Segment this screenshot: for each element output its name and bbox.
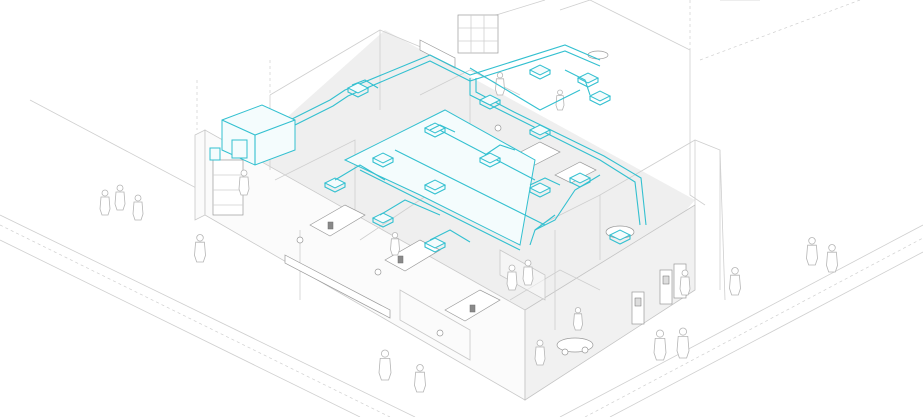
air-diffuser-side: [424, 185, 446, 195]
air-handling-unit: [209, 104, 296, 166]
air-diffuser-side: [424, 128, 446, 138]
supply-duct-main: [289, 44, 647, 226]
person-figure: [390, 232, 400, 256]
person-figure: [522, 259, 534, 286]
air-diffuser-side: [479, 158, 501, 168]
air-diffuser-side: [424, 243, 446, 253]
air-diffuser-side: [372, 218, 394, 228]
person-figure: [653, 329, 667, 361]
air-diffuser-side: [372, 158, 394, 168]
air-diffuser-side: [529, 188, 551, 198]
person-figure: [573, 307, 583, 331]
person-figure: [194, 234, 206, 263]
air-diffuser-side: [347, 88, 369, 98]
person-figure: [676, 327, 690, 359]
person-figure: [238, 169, 250, 196]
person-figure: [806, 237, 818, 266]
person-figure: [506, 264, 518, 291]
desk: [309, 204, 366, 237]
air-diffuser: [528, 64, 552, 76]
person-figure: [414, 364, 426, 393]
person-figure: [495, 72, 505, 96]
air-diffuser-side: [324, 183, 346, 193]
back-shelving: [457, 14, 499, 54]
person-figure: [826, 244, 838, 273]
person-figure: [378, 349, 392, 381]
wall-left-outer: [194, 129, 206, 221]
distribution-duct: [343, 109, 601, 251]
air-diffuser-side: [577, 78, 599, 88]
air-diffuser-side: [479, 100, 501, 110]
air-diffuser-side: [609, 235, 631, 245]
furniture: [212, 14, 687, 356]
wall-picture: [631, 291, 645, 325]
person-figure: [534, 339, 546, 366]
air-diffuser-side: [589, 96, 611, 106]
person-figure: [132, 194, 144, 221]
person-figure: [114, 184, 126, 211]
person-figure: [99, 189, 111, 216]
air-diffuser-side: [529, 70, 551, 80]
air-diffuser-side: [529, 130, 551, 140]
hvac-ductwork: [209, 44, 647, 253]
diffuser-boxes: [323, 64, 632, 253]
glass-partition: [399, 289, 471, 361]
person-figure: [679, 269, 691, 296]
person-figure: [729, 267, 741, 296]
air-diffuser-side: [569, 178, 591, 188]
air-diffuser: [588, 90, 612, 102]
